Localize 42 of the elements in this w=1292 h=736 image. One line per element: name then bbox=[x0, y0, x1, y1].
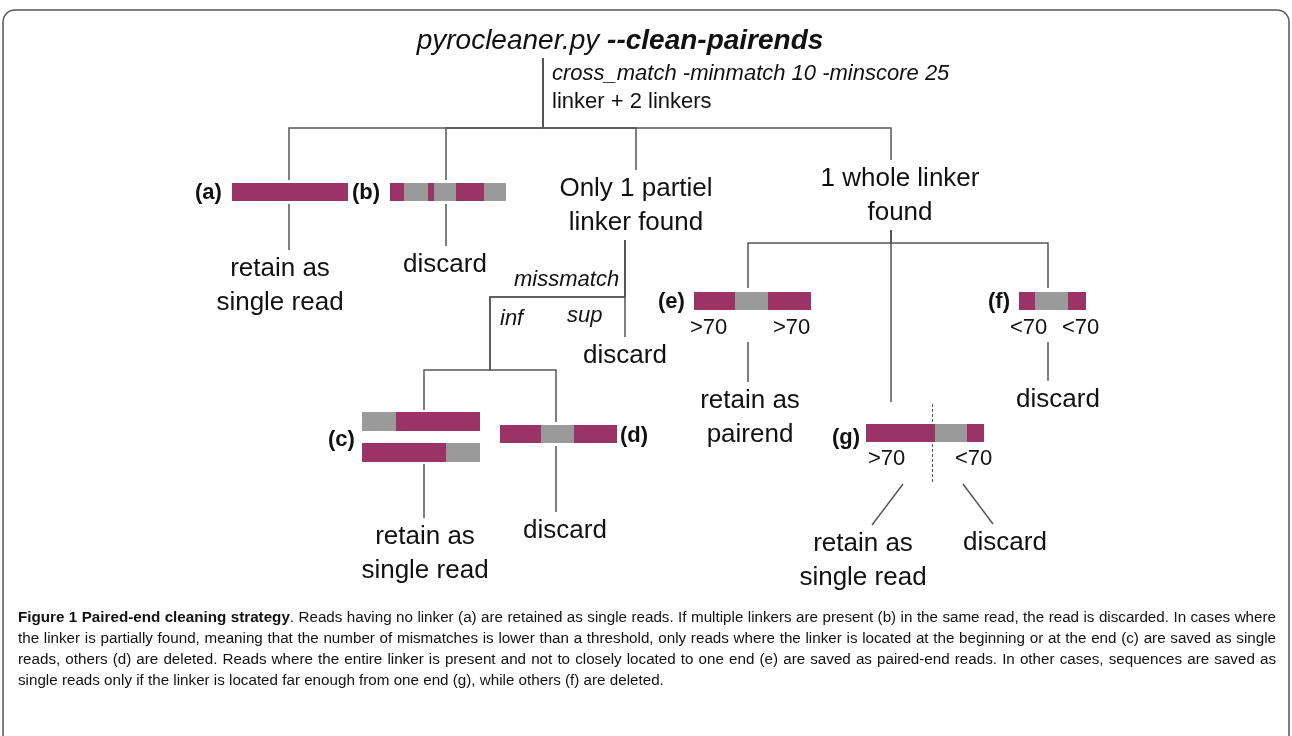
length-label: <70 bbox=[955, 446, 993, 470]
branch-label: missmatch bbox=[514, 266, 620, 292]
outcome-text: retain as single read bbox=[215, 251, 345, 318]
length-label: <70 bbox=[1062, 315, 1100, 339]
tree-line bbox=[445, 203, 447, 247]
length-label: >70 bbox=[773, 315, 811, 339]
option-text: cross_match -minmatch 10 -minscore 25 bbox=[552, 60, 950, 86]
read-tag: (d) bbox=[620, 423, 649, 447]
branch-label: inf bbox=[500, 305, 524, 331]
outcome-text: discard bbox=[1015, 382, 1101, 415]
figure-caption: Figure 1 Paired-end cleaning strategy. Reads having no linker (a) are retained as single reads. If multiple linkers are present (b) in the same read, the read is discarded. In cases where the linker is partially found, meaning that the number of mismatches is lower than a threshold, only reads where the linker is located at the beginning or at the end (c) are saved as single reads, others (d) are deleted. Reads where the entire linker is present and not to closely located to one end (e) are saved as paired-end reads. In other cases, sequences are saved as single reads only if the linker is located far enough from one end (g), while others (f) are deleted. bbox=[18, 607, 1276, 690]
read-tag: (g) bbox=[832, 425, 861, 449]
outcome-text: retain as pairend bbox=[699, 383, 801, 450]
tree-line bbox=[542, 57, 892, 161]
read-tag: (a) bbox=[195, 180, 222, 204]
read-tag: (e) bbox=[658, 289, 685, 313]
read-tag: (f) bbox=[988, 289, 1010, 313]
outcome-text: Only 1 partiel linker found bbox=[558, 171, 714, 238]
tree-line bbox=[423, 463, 425, 519]
length-label: >70 bbox=[868, 446, 906, 470]
outcome-text: retain as single read bbox=[798, 526, 928, 593]
outcome-text: 1 whole linker found bbox=[819, 161, 981, 228]
tree-line bbox=[489, 239, 626, 423]
length-label: >70 bbox=[690, 315, 728, 339]
command-title: pyrocleaner.py --clean-pairends bbox=[415, 23, 825, 57]
tree-line bbox=[871, 483, 904, 526]
read-tag: (c) bbox=[328, 427, 355, 451]
read-tag: (b) bbox=[352, 180, 381, 204]
outcome-text: discard bbox=[402, 247, 488, 280]
tree-line bbox=[962, 483, 994, 525]
length-label: <70 bbox=[1010, 315, 1048, 339]
outcome-text: discard bbox=[582, 338, 668, 371]
tree-line bbox=[555, 445, 557, 513]
tree-line bbox=[1047, 341, 1049, 382]
tree-line bbox=[890, 229, 1049, 289]
option-text: linker + 2 linkers bbox=[552, 88, 712, 114]
tree-line bbox=[747, 341, 749, 383]
branch-label: sup bbox=[567, 302, 603, 328]
outcome-text: discard bbox=[962, 525, 1048, 558]
outcome-text: retain as single read bbox=[360, 519, 490, 586]
tree-line bbox=[288, 203, 290, 251]
outcome-text: discard bbox=[522, 513, 608, 546]
